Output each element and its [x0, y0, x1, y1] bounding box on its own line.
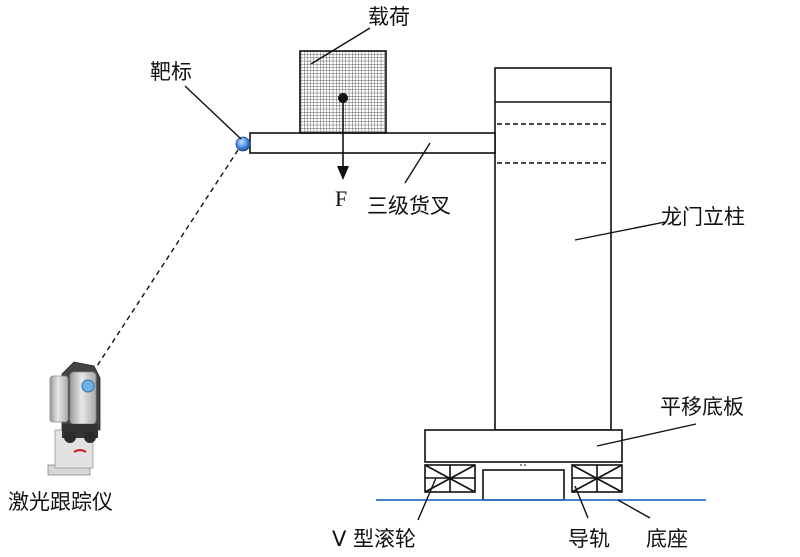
- base-plate: [424, 429, 623, 463]
- leader-column: [574, 221, 666, 241]
- label-force: F: [335, 186, 347, 211]
- leader-base-plate: [596, 423, 697, 447]
- rail-block: [482, 469, 565, 501]
- leader-target: [184, 85, 242, 140]
- label-target: 靶标: [150, 60, 192, 84]
- label-fork: 三级货叉: [367, 194, 451, 218]
- leader-rail: [574, 485, 589, 519]
- label-column: 龙门立柱: [661, 205, 745, 229]
- laser-tracker-icon: [47, 361, 101, 476]
- label-base: 底座: [646, 527, 688, 551]
- leader-fork: [404, 142, 431, 184]
- v-rollers: [424, 464, 623, 493]
- gantry-column: [494, 67, 612, 431]
- label-rail: 导轨: [568, 527, 610, 551]
- leader-base: [617, 499, 651, 519]
- label-roller: V 型滚轮: [332, 527, 416, 551]
- target-sphere-icon: [235, 136, 251, 152]
- leader-roller: [417, 477, 437, 521]
- leader-load: [310, 27, 371, 65]
- fork: [249, 132, 496, 154]
- laser-beam: [96, 149, 239, 367]
- label-tracker: 激光跟踪仪: [8, 490, 113, 514]
- label-base-plate: 平移底板: [660, 395, 744, 419]
- label-load: 载荷: [368, 5, 410, 29]
- force-arrow: [337, 98, 349, 180]
